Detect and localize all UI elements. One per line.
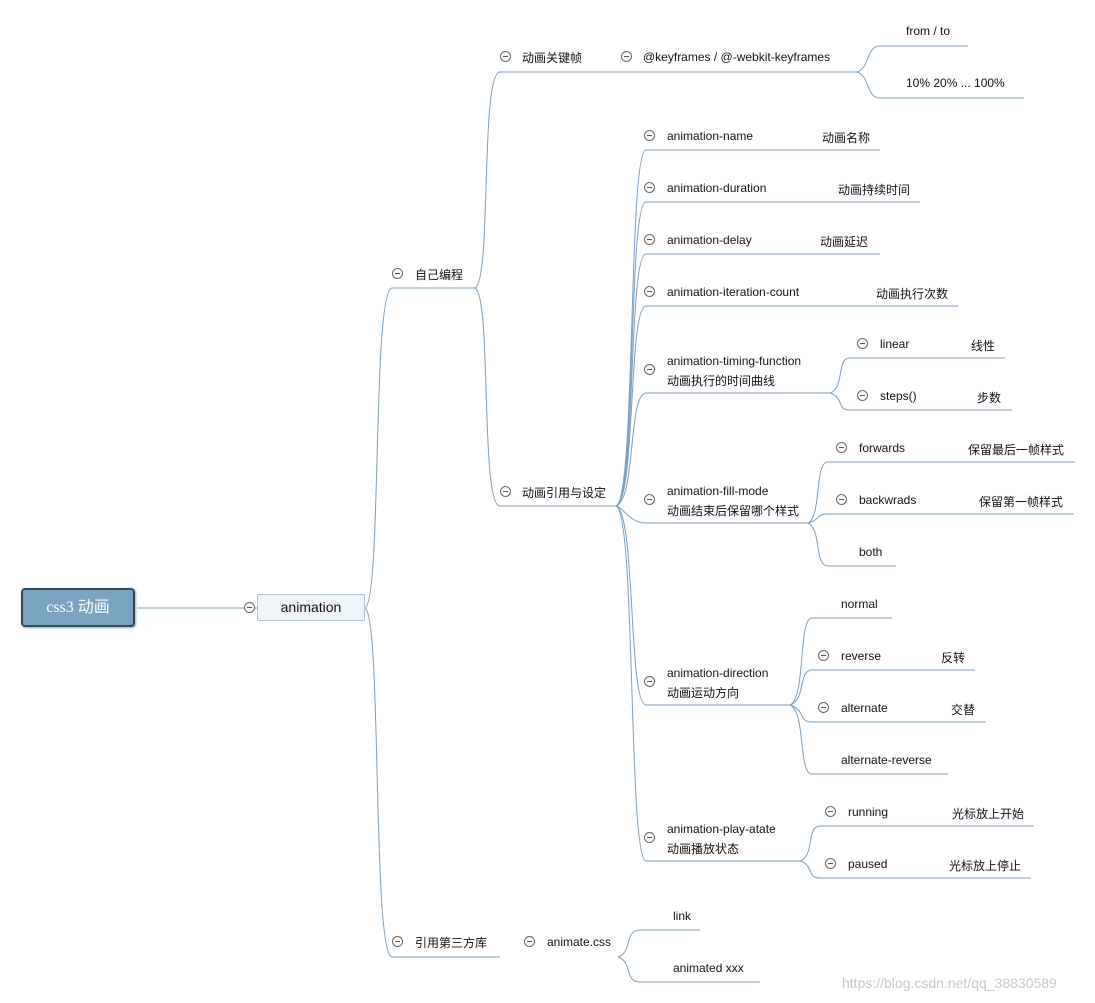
collapse-toggle-icon[interactable] — [500, 51, 511, 62]
desc-animation-name[interactable]: 动画名称 — [822, 131, 871, 145]
collapse-toggle-icon[interactable] — [857, 338, 868, 349]
root-node[interactable]: css3 动画 — [21, 588, 135, 627]
node-animation-iteration-count[interactable]: animation-iteration-count — [667, 285, 800, 299]
node-line-2: 动画结束后保留哪个样式 — [667, 504, 800, 518]
node-disanfang[interactable]: 引用第三方库 — [415, 936, 488, 950]
node-animated-xxx[interactable]: animated xxx — [673, 961, 744, 975]
node-alternate-reverse[interactable]: alternate-reverse — [841, 753, 932, 767]
node-animation-fill-mode[interactable]: animation-fill-mode 动画结束后保留哪个样式 — [667, 484, 799, 518]
node-line-2: 动画执行的时间曲线 — [667, 374, 776, 388]
collapse-toggle-icon[interactable] — [836, 494, 847, 505]
collapse-toggle-icon[interactable] — [818, 650, 829, 661]
desc-animation-delay[interactable]: 动画延迟 — [820, 235, 869, 249]
node-steps[interactable]: steps() — [880, 389, 917, 403]
collapse-toggle-icon[interactable] — [524, 936, 535, 947]
node-fromto[interactable]: from / to — [906, 24, 951, 38]
node-line: animation-timing-function — [667, 354, 802, 368]
main-topic-animation[interactable]: animation — [257, 594, 365, 621]
collapse-toggle-icon[interactable] — [825, 806, 836, 817]
collapse-toggle-icon[interactable] — [818, 702, 829, 713]
node-line: animation-direction — [667, 666, 769, 680]
node-guanjianzhen[interactable]: 动画关键帧 — [522, 51, 583, 65]
collapse-toggle-icon[interactable] — [244, 602, 255, 613]
node-percent[interactable]: 10% 20% ... 100% — [906, 76, 1005, 90]
node-animation-direction[interactable]: animation-direction 动画运动方向 — [667, 666, 768, 700]
node-zijibiancheng[interactable]: 自己编程 — [415, 268, 464, 282]
collapse-toggle-icon[interactable] — [857, 390, 868, 401]
node-animate-css[interactable]: animate.css — [547, 935, 612, 949]
desc-backwards[interactable]: 保留第一帧样式 — [979, 495, 1064, 509]
watermark: https://blog.csdn.net/qq_38830589 — [842, 975, 1057, 991]
node-animation-delay[interactable]: animation-delay — [667, 233, 752, 247]
node-animation-duration[interactable]: animation-duration — [667, 181, 767, 195]
node-forwards[interactable]: forwards — [859, 441, 906, 455]
collapse-toggle-icon[interactable] — [621, 51, 632, 62]
node-running[interactable]: running — [848, 805, 889, 819]
desc-paused[interactable]: 光标放上停止 — [949, 859, 1022, 873]
connector-main — [364, 287, 475, 609]
node-animation-play-state[interactable]: animation-play-atate 动画播放状态 — [667, 822, 776, 856]
collapse-toggle-icon[interactable] — [644, 286, 655, 297]
desc-alternate[interactable]: 交替 — [951, 703, 976, 717]
node-line: animation-fill-mode — [667, 484, 769, 498]
desc-forwards[interactable]: 保留最后一帧样式 — [968, 443, 1065, 457]
node-yinyong[interactable]: 动画引用与设定 — [522, 486, 607, 500]
node-line: animation-play-atate — [667, 822, 776, 836]
desc-linear[interactable]: 线性 — [971, 339, 996, 353]
node-keyframes[interactable]: @keyframes / @-webkit-keyframes — [643, 50, 831, 64]
node-linear[interactable]: linear — [880, 337, 910, 351]
collapse-toggle-icon[interactable] — [644, 364, 655, 375]
collapse-toggle-icon[interactable] — [500, 486, 511, 497]
node-alternate[interactable]: alternate — [841, 701, 888, 715]
collapse-toggle-icon[interactable] — [644, 494, 655, 505]
node-reverse[interactable]: reverse — [841, 649, 882, 663]
collapse-toggle-icon[interactable] — [644, 182, 655, 193]
node-line-2: 动画播放状态 — [667, 842, 740, 856]
node-backwards[interactable]: backwrads — [859, 493, 917, 507]
node-animation-timing-function[interactable]: animation-timing-function 动画执行的时间曲线 — [667, 354, 801, 388]
collapse-toggle-icon[interactable] — [392, 936, 403, 947]
desc-animation-iteration-count[interactable]: 动画执行次数 — [876, 287, 949, 301]
desc-running[interactable]: 光标放上开始 — [952, 807, 1025, 821]
desc-steps[interactable]: 步数 — [977, 391, 1002, 405]
node-line-2: 动画运动方向 — [667, 686, 740, 700]
collapse-toggle-icon[interactable] — [644, 234, 655, 245]
collapse-toggle-icon[interactable] — [836, 442, 847, 453]
node-animation-name[interactable]: animation-name — [667, 129, 754, 143]
collapse-toggle-icon[interactable] — [644, 130, 655, 141]
desc-reverse[interactable]: 反转 — [941, 651, 966, 665]
node-normal[interactable]: normal — [841, 597, 878, 611]
node-paused[interactable]: paused — [848, 857, 888, 871]
node-both[interactable]: both — [859, 545, 883, 559]
collapse-toggle-icon[interactable] — [392, 268, 403, 279]
collapse-toggle-icon[interactable] — [644, 676, 655, 687]
collapse-toggle-icon[interactable] — [644, 832, 655, 843]
node-link[interactable]: link — [673, 909, 692, 923]
collapse-toggle-icon[interactable] — [825, 858, 836, 869]
desc-animation-duration[interactable]: 动画持续时间 — [838, 183, 911, 197]
